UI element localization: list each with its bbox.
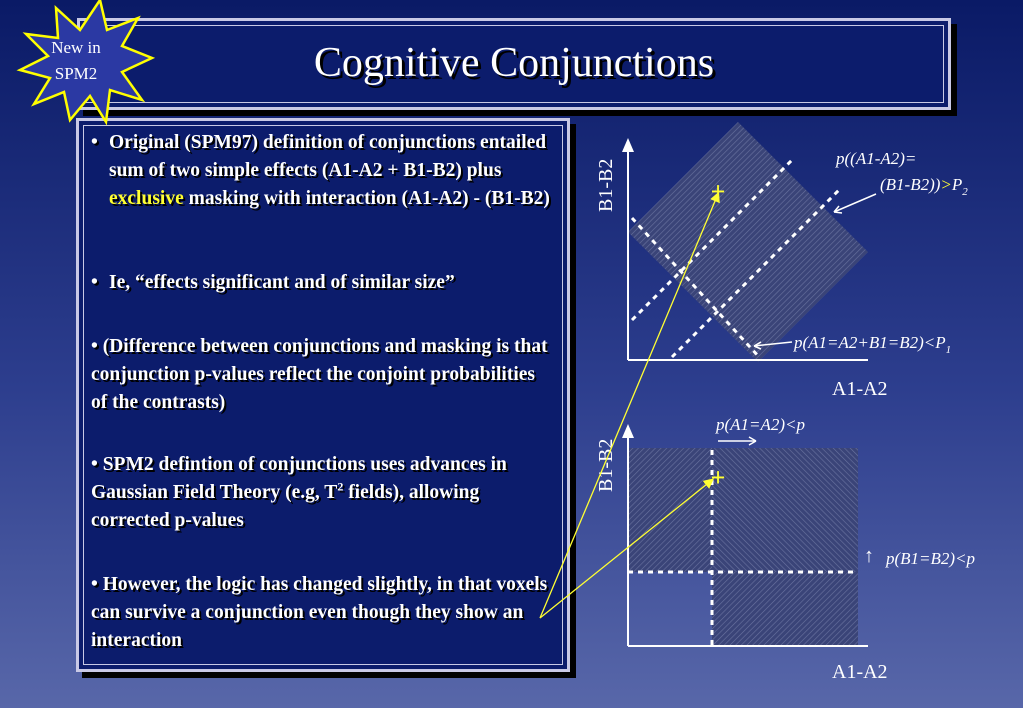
bullet-text: Original (SPM97) definition of conjuncti… [109, 132, 547, 181]
label-gt: > [940, 175, 951, 194]
top-label-a-line-2: (B1-B2))>P2 [880, 175, 968, 198]
new-in-spm2-badge: New in SPM2 [16, 0, 156, 126]
bottom-diagram: B1-B2 A1-A2 + p(A1=A2)<p ↑ p(B1=B2)<p [595, 415, 975, 683]
bottom-y-axis-arrow-icon [622, 424, 634, 438]
paragraph-spm2-definition: • SPM2 defintion of conjunctions uses ad… [91, 454, 507, 531]
badge-line-1: New in [51, 38, 101, 57]
paragraph-text: (Difference between conjunctions and mas… [91, 336, 548, 413]
bottom-label-y: p(B1=B2)<p [885, 549, 975, 568]
paragraph-text: SPM2 defintion of conjunctions uses adva… [91, 454, 507, 503]
title-frame: Cognitive Conjunctions [77, 18, 951, 110]
top-y-axis-arrow-icon [622, 138, 634, 152]
bullet-text: masking with interaction (A1-A2) - (B1-B… [183, 188, 550, 209]
label-p: P [951, 175, 962, 194]
paragraph-however: • However, the logic has changed slightl… [91, 574, 548, 651]
label-text: p(A1=A2+B1=B2)<P [793, 333, 946, 352]
bottom-plus-marker: + [711, 463, 726, 492]
top-label-a-arrowhead-icon [833, 205, 843, 214]
right-arrow-icon [748, 436, 757, 446]
bullet-text: Ie, “effects significant and of similar … [109, 272, 455, 293]
top-diagram: B1-B2 A1-A2 + p((A1-A2)= (B1-B2))>P2 p(A… [595, 122, 968, 400]
top-label-a-line-1: p((A1-A2)= [835, 149, 916, 168]
text-frame: Original (SPM97) definition of conjuncti… [76, 118, 570, 672]
bottom-region-top-left [628, 448, 712, 572]
bottom-region-top-right [712, 448, 858, 572]
bottom-ylabel: B1-B2 [595, 439, 617, 492]
top-label-b: p(A1=A2+B1=B2)<P1 [793, 333, 951, 356]
bottom-region-bottom-right [712, 572, 858, 646]
paragraph-text: fields), allowing corrected p-values [91, 482, 480, 531]
label-sub: 1 [946, 344, 952, 356]
text-frame-inner [83, 125, 563, 665]
top-equality-line [630, 216, 762, 360]
top-ylabel: B1-B2 [595, 159, 617, 212]
slide-title: Cognitive Conjunctions [313, 40, 715, 86]
up-arrow-icon: ↑ [864, 545, 874, 567]
label-text: (B1-B2)) [880, 175, 941, 194]
top-label-b-pointer [753, 341, 793, 347]
connector-arrow-top [539, 191, 720, 619]
top-xlabel: A1-A2 [832, 378, 888, 400]
top-label-b-arrowhead-icon [753, 341, 762, 350]
top-threshold-line-1 [630, 156, 796, 322]
top-label-a-pointer [833, 193, 877, 213]
badge-line-2: SPM2 [55, 64, 98, 83]
bullet-ie: Ie, “effects significant and of similar … [91, 269, 553, 297]
bullet-original-definition: Original (SPM97) definition of conjuncti… [91, 129, 553, 213]
top-hatched-diamond [628, 122, 868, 362]
label-sub: 2 [962, 186, 968, 198]
superscript: 2 [337, 479, 344, 494]
paragraph-text: However, the logic has changed slightly,… [91, 574, 548, 651]
starburst-icon [16, 0, 156, 126]
connector-arrow-bottom [539, 478, 715, 619]
top-plus-marker: + [711, 177, 726, 206]
bottom-xlabel: A1-A2 [832, 661, 888, 683]
bottom-label-x: p(A1=A2)<p [715, 415, 805, 434]
paragraph-difference: • (Difference between conjunctions and m… [91, 336, 548, 413]
highlight-exclusive: exclusive [109, 188, 184, 209]
